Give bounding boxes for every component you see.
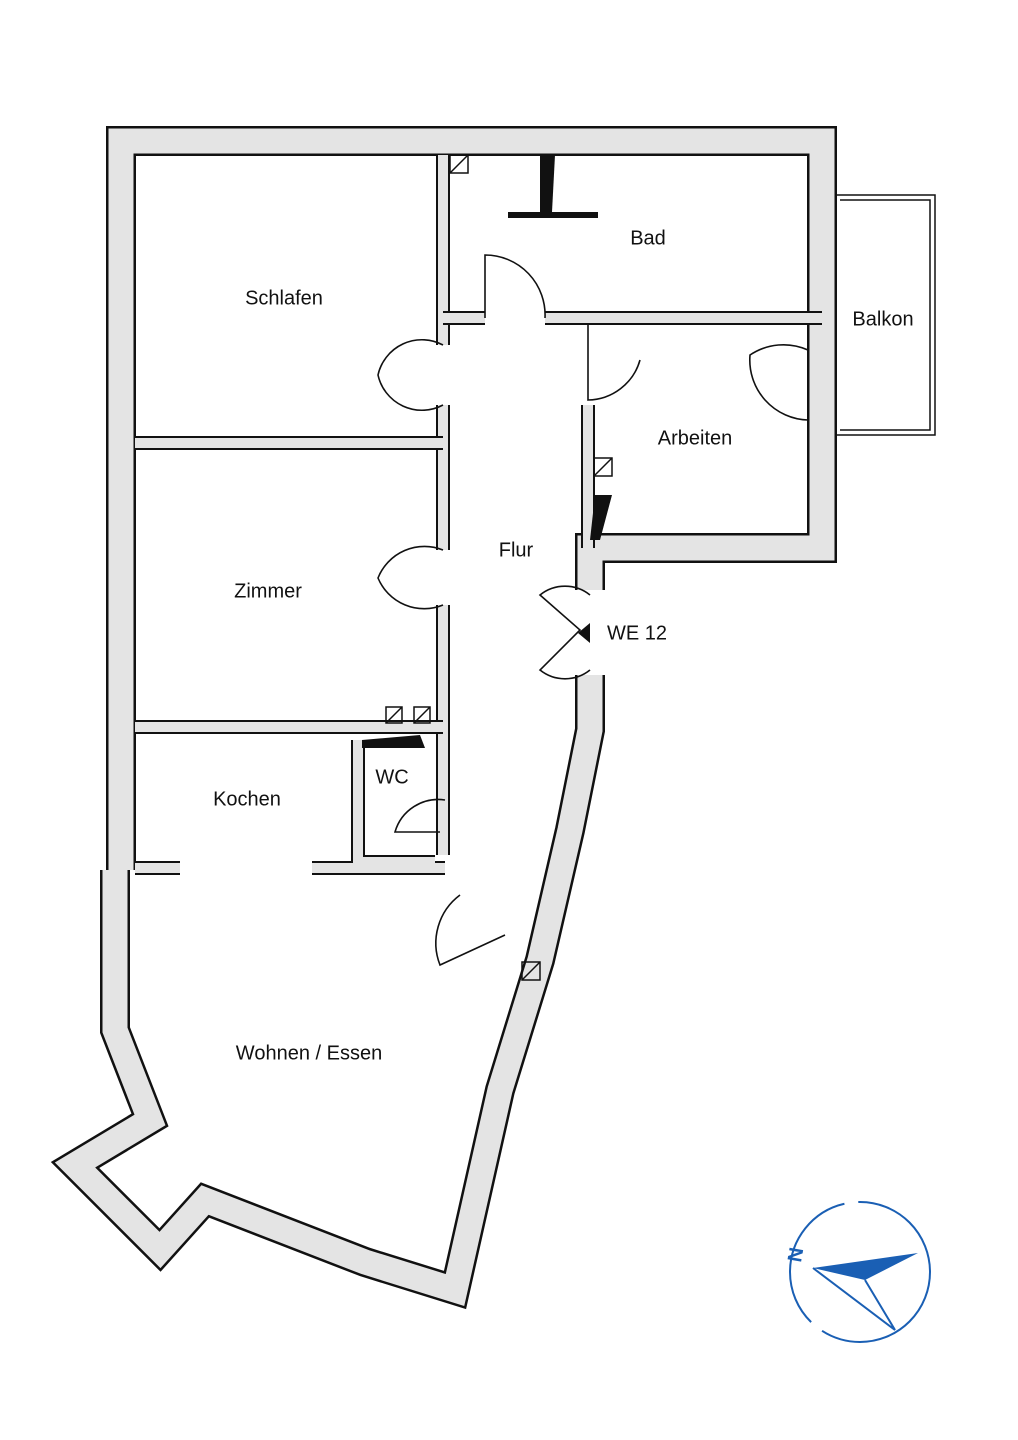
room-label-wohnen-essen: Wohnen / Essen	[235, 1042, 383, 1065]
shafts	[362, 154, 613, 981]
interior-walls	[135, 155, 822, 875]
room-label-bad: Bad	[630, 227, 666, 250]
room-label-arbeiten: Arbeiten	[657, 427, 733, 450]
room-label-kochen: Kochen	[213, 788, 281, 811]
unit-label: WE 12	[606, 622, 668, 645]
room-label-wc: WC	[375, 766, 409, 789]
entrance-marker-icon	[578, 623, 590, 643]
doors	[377, 254, 809, 967]
room-label-balkon: Balkon	[852, 308, 914, 331]
compass: N	[784, 1201, 931, 1343]
compass-north-label: N	[784, 1246, 808, 1264]
outer-walls	[50, 126, 837, 1310]
room-label-zimmer: Zimmer	[234, 580, 302, 603]
room-label-schlafen: Schlafen	[245, 287, 323, 310]
room-label-flur: Flur	[498, 539, 534, 562]
balcony	[835, 194, 936, 436]
